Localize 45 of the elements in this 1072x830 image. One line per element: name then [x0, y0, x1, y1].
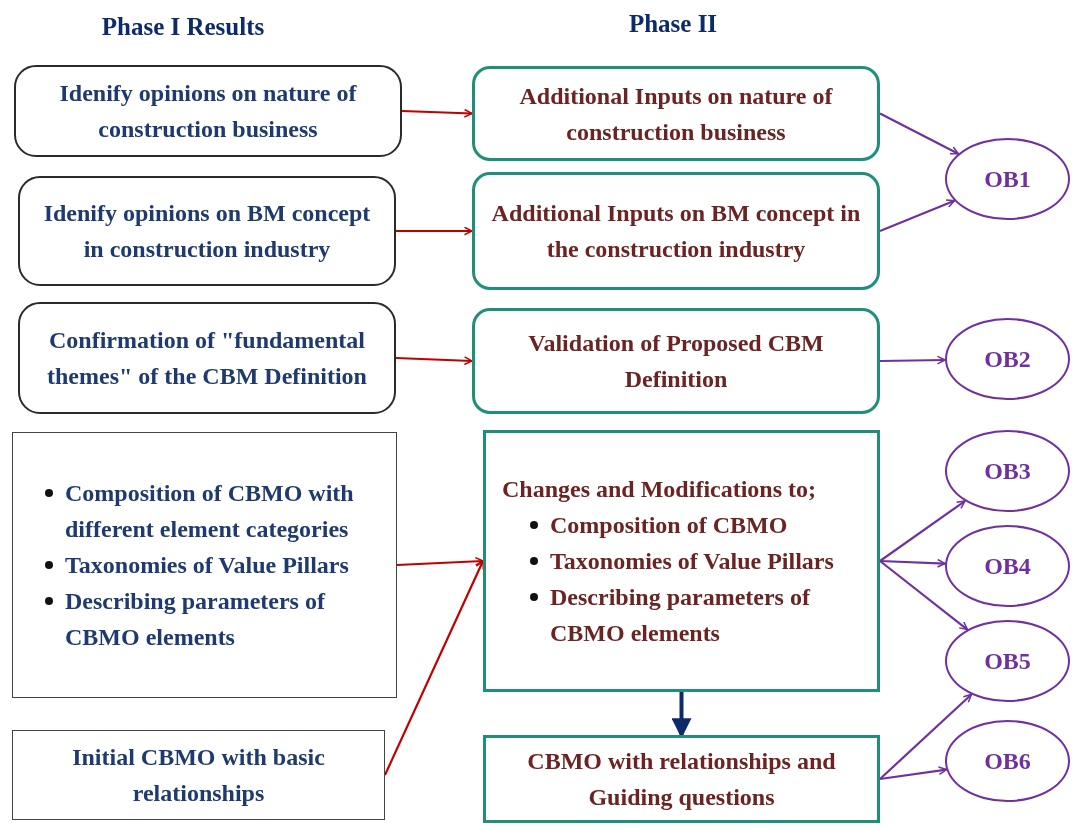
- text-box: [483, 430, 880, 692]
- rounded-box: [472, 66, 880, 161]
- bullet-item: Describing parameters of CBMO elements: [502, 579, 861, 651]
- node-text: OB4: [984, 552, 1031, 581]
- arrow: [384, 560, 485, 776]
- node-text: Idenify opinions on BM concept in construction industry: [42, 199, 372, 264]
- node-text: OB5: [984, 647, 1031, 676]
- arrow: [879, 112, 960, 155]
- arrow: [396, 226, 473, 236]
- bullet-item: Taxonomies of Value Pillars: [29, 547, 380, 583]
- text-box: [483, 735, 880, 823]
- node-text: OB1: [984, 165, 1031, 194]
- node-text: OB2: [984, 345, 1031, 374]
- rounded-box: [472, 308, 880, 414]
- text-box: [12, 432, 397, 698]
- arrow: [879, 500, 966, 562]
- arrow: [879, 560, 969, 631]
- arrow: [396, 556, 484, 567]
- bullet-item: Taxonomies of Value Pillars: [502, 543, 861, 579]
- bullet-item: Describing parameters of CBMO elements: [29, 583, 380, 655]
- arrow: [401, 108, 473, 118]
- column-heading: Phase II: [628, 9, 718, 39]
- node-text: CBMO with relationships and Guiding questions: [526, 747, 837, 812]
- text-box: [12, 730, 385, 820]
- arrow: [395, 356, 473, 366]
- node-text: OB3: [984, 457, 1031, 486]
- bullet-item: Composition of CBMO with different element categories: [29, 475, 380, 547]
- rounded-box: [18, 302, 396, 414]
- node-text: Confirmation of "fundamental themes" of the CBM Definition: [46, 326, 368, 391]
- bullet-item: Composition of CBMO: [502, 507, 861, 543]
- arrow: [879, 558, 946, 568]
- node-text: Additional Inputs on BM concept in the construction industry: [490, 199, 862, 264]
- arrow: [880, 355, 946, 365]
- rounded-box: [18, 176, 396, 286]
- arrow: [879, 693, 973, 780]
- node-text: Validation of Proposed CBM Definition: [527, 329, 825, 394]
- node-text: Changes and Modifications to;: [502, 475, 818, 504]
- column-heading: Phase I Results: [101, 12, 265, 42]
- node-text: OB6: [984, 747, 1031, 776]
- arrow: [879, 766, 948, 781]
- node-text: Initial CBMO with basic relationships: [71, 743, 326, 808]
- rounded-box: [472, 172, 880, 290]
- rounded-box: [14, 65, 402, 157]
- node-text: Idenify opinions on nature of construction business: [58, 79, 358, 144]
- node-text: Additional Inputs on nature of construction business: [518, 81, 834, 147]
